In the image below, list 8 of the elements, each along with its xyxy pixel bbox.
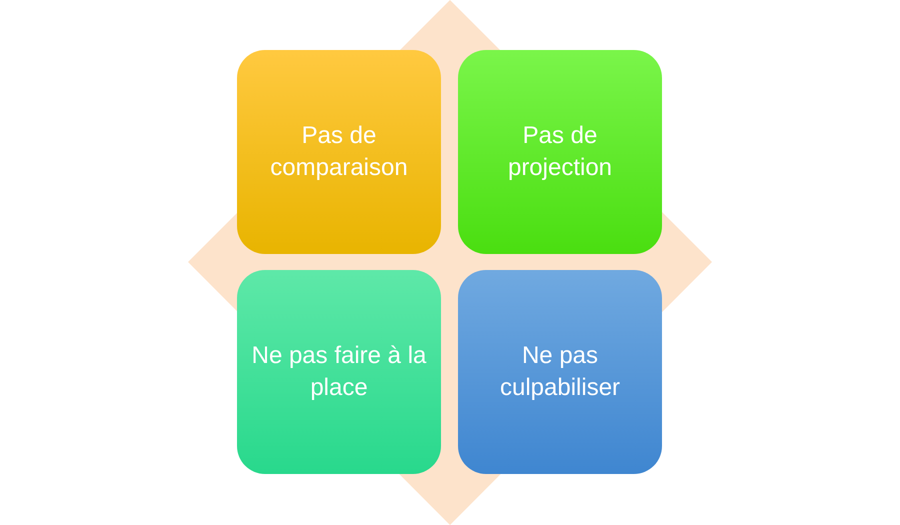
rounded-box <box>237 270 441 474</box>
box-label: Pas de projection <box>506 121 614 183</box>
rounded-box <box>458 50 662 254</box>
rounded-box <box>237 50 441 254</box>
box-label: Ne pas faire à la place <box>250 341 428 403</box>
box-label: Ne pas culpabiliser <box>498 341 622 403</box>
rounded-box <box>458 270 662 474</box>
box-label: Pas de comparaison <box>269 121 409 183</box>
